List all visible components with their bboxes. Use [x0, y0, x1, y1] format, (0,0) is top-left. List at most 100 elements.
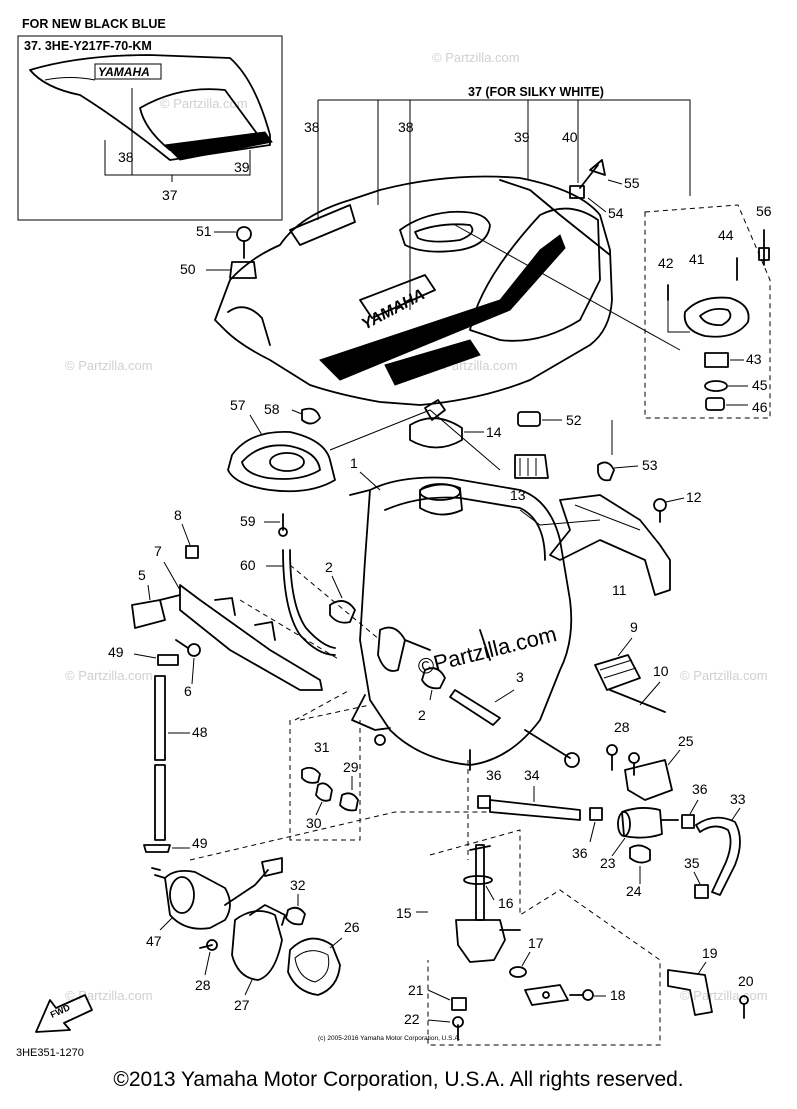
- callout-47: 47: [146, 933, 162, 949]
- callout-20: 20: [738, 973, 754, 989]
- callout-38: 38: [118, 149, 134, 165]
- callout-43: 43: [746, 351, 762, 367]
- callout-7: 7: [154, 543, 162, 559]
- callout-41: 41: [689, 251, 705, 267]
- bolt-50-51: 51 50: [180, 223, 257, 279]
- callout-39: 39: [514, 129, 530, 145]
- fuel-tank: 1: [349, 455, 573, 771]
- callout-36: 36: [486, 767, 502, 783]
- grommets-29-31: 31 30 29: [289, 689, 361, 841]
- callout-42: 42: [658, 255, 674, 271]
- callout-28: 28: [614, 719, 630, 735]
- fwd-label: FWD: [49, 1002, 72, 1020]
- callout-1: 1: [350, 455, 358, 471]
- inset-note-line2: 37. 3HE-Y217F-70-KM: [24, 39, 152, 53]
- callout-27: 27: [234, 997, 250, 1013]
- callout-59: 59: [240, 513, 256, 529]
- inset-logo: YAMAHA: [98, 65, 150, 79]
- tank-logo: YAMAHA: [359, 286, 428, 333]
- callout-48: 48: [192, 724, 208, 740]
- callout-40: 40: [562, 129, 578, 145]
- fuel-pump: 47 27 28 32 26: [146, 704, 490, 1013]
- callout-32: 32: [290, 877, 306, 893]
- hose-48: 48 49: [143, 675, 208, 853]
- callout-36: 36: [692, 781, 708, 797]
- callout-38: 38: [398, 119, 414, 135]
- watermark: © Partzilla.com: [432, 50, 520, 65]
- watermark: © Partzilla.com: [680, 988, 768, 1003]
- callout-26: 26: [344, 919, 360, 935]
- callout-29: 29: [343, 759, 359, 775]
- grommets-2: 2 2: [325, 559, 446, 723]
- callout-9: 9: [630, 619, 638, 635]
- callout-30: 30: [306, 815, 322, 831]
- watermark: © Partzilla.com: [65, 988, 153, 1003]
- callout-14: 14: [486, 424, 502, 440]
- callout-58: 58: [264, 401, 280, 417]
- callout-18: 18: [610, 987, 626, 1003]
- callout-54: 54: [608, 205, 624, 221]
- callout-51: 51: [196, 223, 212, 239]
- callout-13: 13: [510, 487, 526, 503]
- fitting-19-20: 19 20: [667, 945, 754, 1019]
- callout-50: 50: [180, 261, 196, 277]
- small-copyright: (c) 2005-2016 Yamaha Motor Corporation, …: [318, 1035, 461, 1042]
- callout-34: 34: [524, 767, 540, 783]
- callout-5: 5: [138, 567, 146, 583]
- filler-cap-area: 55 54 56 44 42 41 43 45 46: [454, 159, 772, 419]
- callout-28: 28: [195, 977, 211, 993]
- callout-2: 2: [418, 707, 426, 723]
- callout-44: 44: [718, 227, 734, 243]
- callout-36: 36: [572, 845, 588, 861]
- callout-24: 24: [626, 883, 642, 899]
- diagram-code: 3HE351-1270: [16, 1047, 84, 1059]
- callout-55: 55: [624, 175, 640, 191]
- callout-49: 49: [192, 835, 208, 851]
- callout-45: 45: [752, 377, 768, 393]
- watermark: © Partzilla.com: [65, 358, 153, 373]
- callout-8: 8: [174, 507, 182, 523]
- callout-15: 15: [396, 905, 412, 921]
- watermark: © Partzilla.com: [680, 668, 768, 683]
- callout-3: 3: [516, 669, 524, 685]
- callout-2: 2: [325, 559, 333, 575]
- copyright-notice: ©2013 Yamaha Motor Corporation, U.S.A. A…: [113, 1068, 684, 1091]
- callout-21: 21: [408, 982, 424, 998]
- callout-19: 19: [702, 945, 718, 961]
- callout-25: 25: [678, 733, 694, 749]
- inset-note-line1: FOR NEW BLACK BLUE: [22, 17, 166, 31]
- callout-10: 10: [653, 663, 669, 679]
- inset-black-blue: FOR NEW BLACK BLUE 37. 3HE-Y217F-70-KM Y…: [17, 17, 283, 221]
- bracket-11: 13 53 11 12: [510, 420, 702, 598]
- watermark: © Partzilla.com: [160, 96, 248, 111]
- callout-6: 6: [184, 683, 192, 699]
- silky-white-bracket: 37 (FOR SILKY WHITE) 38 38 39 40: [304, 85, 691, 310]
- callout-57: 57: [230, 397, 246, 413]
- left-stay: 8 7 5 6 49: [108, 507, 323, 699]
- watermark: © Partzilla.com: [65, 668, 153, 683]
- callout-23: 23: [600, 855, 616, 871]
- tank-cover: YAMAHA: [214, 175, 613, 406]
- damper-9-10: 9 10 3: [449, 619, 669, 768]
- callout-11: 11: [612, 582, 627, 598]
- callout-37: 37: [162, 187, 178, 203]
- callout-17: 17: [528, 935, 544, 951]
- callout-49: 49: [108, 644, 124, 660]
- callout-33: 33: [730, 791, 746, 807]
- hose-34: 34 36 36: [477, 767, 603, 861]
- callout-56: 56: [756, 203, 772, 219]
- fuel-cock: 15 16 17 18 21 22: [396, 760, 661, 1046]
- callout-38: 38: [304, 119, 320, 135]
- callout-53: 53: [642, 457, 658, 473]
- callout-35: 35: [684, 855, 700, 871]
- cap-and-packing: 57 58 14 52: [227, 397, 582, 493]
- callout-16: 16: [498, 895, 514, 911]
- silky-white-note: 37 (FOR SILKY WHITE): [468, 85, 604, 99]
- callout-52: 52: [566, 412, 582, 428]
- callout-39: 39: [234, 159, 250, 175]
- callout-12: 12: [686, 489, 702, 505]
- callout-31: 31: [314, 739, 330, 755]
- callout-46: 46: [752, 399, 768, 415]
- fuel-filter-area: 28 25 23 24 36 33 35: [600, 719, 746, 899]
